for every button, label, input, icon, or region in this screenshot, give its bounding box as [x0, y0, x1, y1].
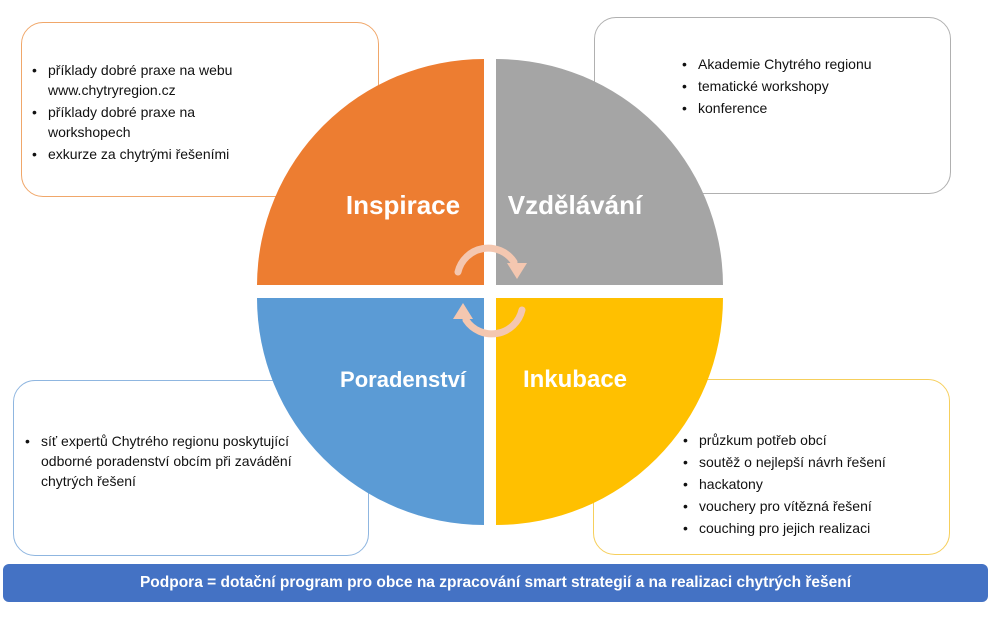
poradenstvi-label: Poradenství — [340, 367, 467, 392]
quadrant-vzdelavani — [496, 59, 723, 285]
quadrant-inspirace — [257, 59, 484, 285]
list-item: soutěž o nejlepší návrh řešení — [683, 452, 943, 472]
cycle-arrows-icon — [453, 244, 527, 338]
list-item: síť expertů Chytrého regionu poskytující… — [25, 431, 295, 491]
footer-banner: Podpora = dotační program pro obce na zp… — [3, 564, 988, 602]
vzdelavani-list: Akademie Chytrého regionu tematické work… — [682, 54, 932, 120]
footer-text: Podpora = dotační program pro obce na zp… — [139, 574, 852, 591]
inspirace-list: příklady dobré praxe na webu www.chytryr… — [32, 60, 272, 166]
poradenstvi-list: síť expertů Chytrého regionu poskytující… — [25, 431, 295, 493]
list-item: hackatony — [683, 474, 943, 494]
list-item: konference — [682, 98, 932, 118]
inkubace-label: Inkubace — [523, 366, 627, 393]
list-item: vouchery pro vítězná řešení — [683, 496, 943, 516]
inkubace-list: průzkum potřeb obcí soutěž o nejlepší ná… — [683, 430, 943, 540]
quadrant-inkubace — [496, 298, 723, 525]
quadrant-poradenstvi — [257, 298, 484, 525]
vzdelavani-label: Vzdělávání — [508, 190, 643, 220]
list-item: couching pro jejich realizaci — [683, 518, 943, 538]
list-item: příklady dobré praxe na workshopech — [32, 102, 272, 142]
list-item: příklady dobré praxe na webu www.chytryr… — [32, 60, 272, 100]
list-item: průzkum potřeb obcí — [683, 430, 943, 450]
list-item: Akademie Chytrého regionu — [682, 54, 932, 74]
list-item: exkurze za chytrými řešeními — [32, 144, 272, 164]
inspirace-label: Inspirace — [346, 190, 460, 220]
list-item: tematické workshopy — [682, 76, 932, 96]
